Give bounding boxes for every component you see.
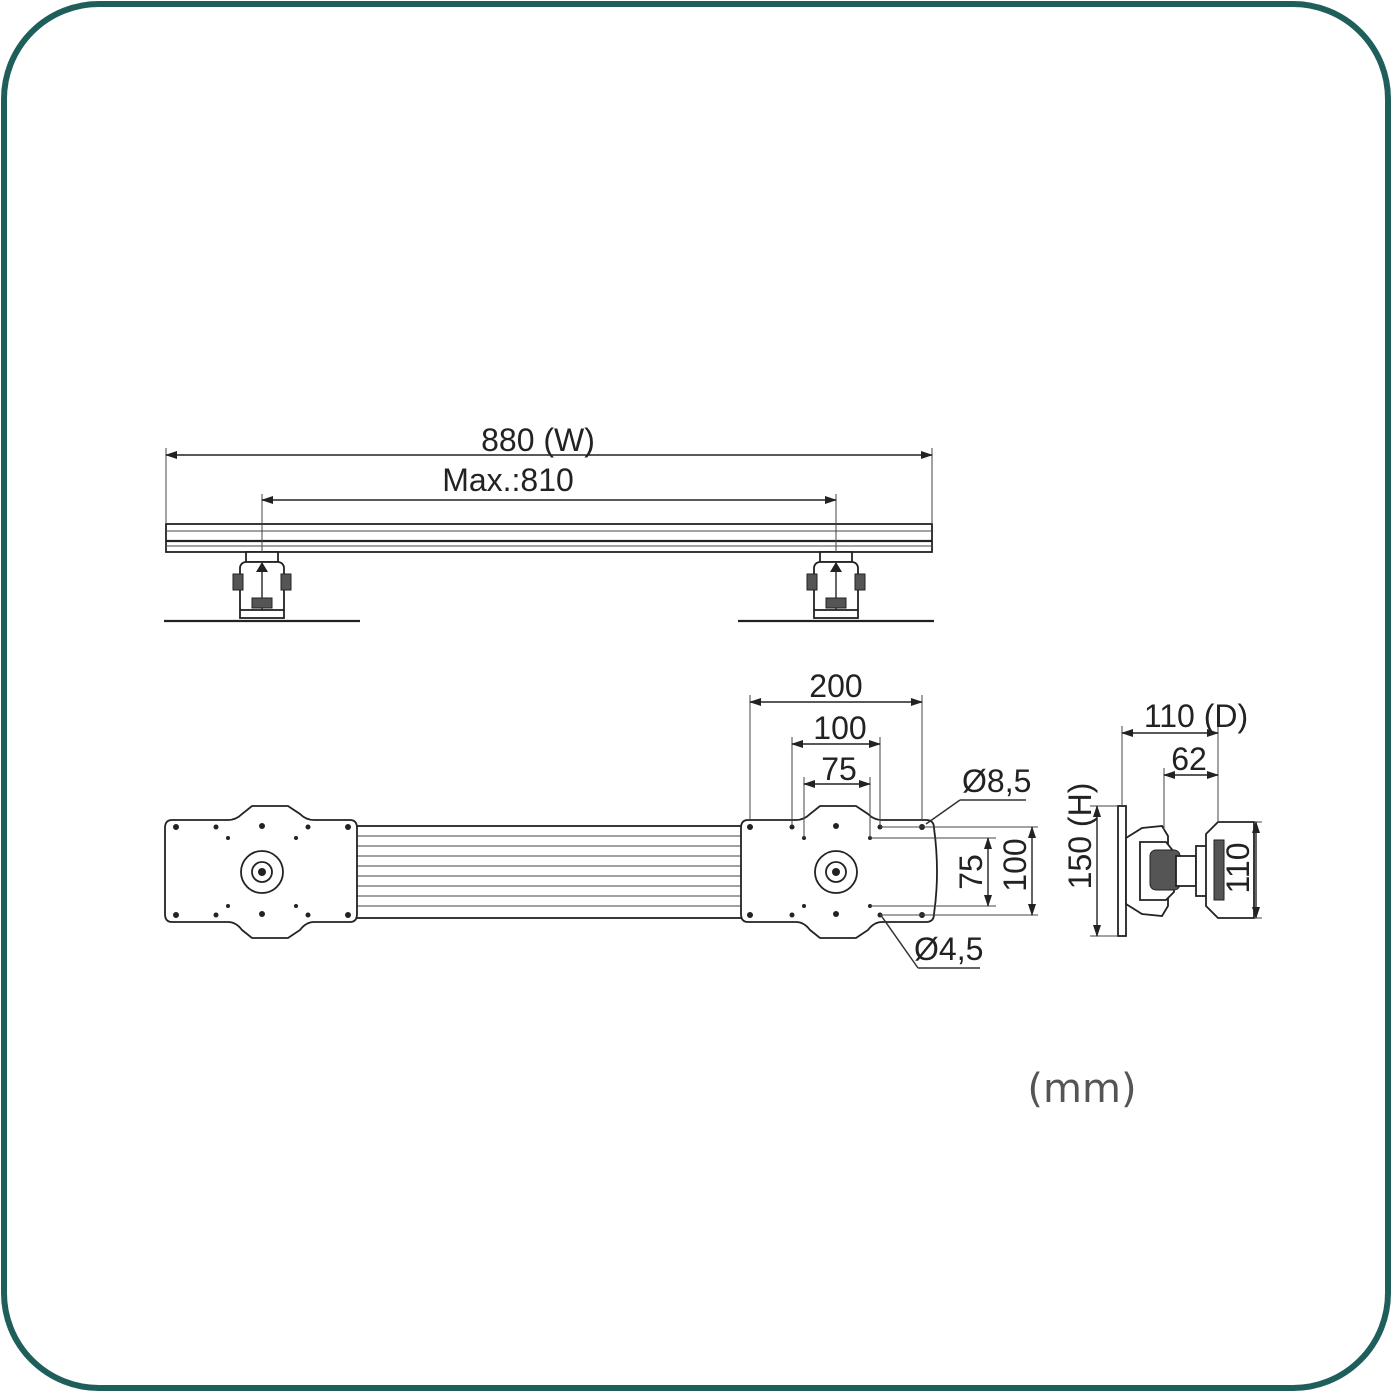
- side-view: 110 (D) 62 150 (H) 110: [1062, 698, 1262, 937]
- label-depth-inner: 62: [1171, 741, 1207, 777]
- label-vesa-75: 75: [821, 751, 857, 787]
- front-view: 880 (W) Max.:810: [164, 422, 934, 623]
- label-height: 150 (H): [1062, 783, 1098, 890]
- label-vesa-100: 100: [813, 710, 866, 746]
- leader-hole-small: [879, 913, 919, 969]
- label-vert-100: 100: [997, 838, 1033, 891]
- unit-label: (mm): [1027, 1066, 1136, 1112]
- front-bar: [165, 523, 933, 553]
- label-width-max: Max.:810: [442, 462, 574, 498]
- label-hole-small: Ø4,5: [914, 931, 983, 967]
- side-monitor-plate: [1117, 805, 1127, 937]
- front-left-joint: [232, 551, 292, 619]
- label-side-height: 110: [1220, 842, 1256, 893]
- label-width-total: 880 (W): [481, 422, 595, 458]
- label-vert-75: 75: [953, 854, 989, 890]
- label-vesa-200: 200: [809, 668, 862, 704]
- top-view: 200 100 75 Ø8,5 Ø4,5 75 100: [164, 668, 1038, 969]
- label-hole-large: Ø8,5: [962, 763, 1031, 799]
- top-bar: [351, 825, 749, 919]
- label-depth: 110 (D): [1144, 698, 1248, 734]
- leader-hole-large: [925, 799, 961, 825]
